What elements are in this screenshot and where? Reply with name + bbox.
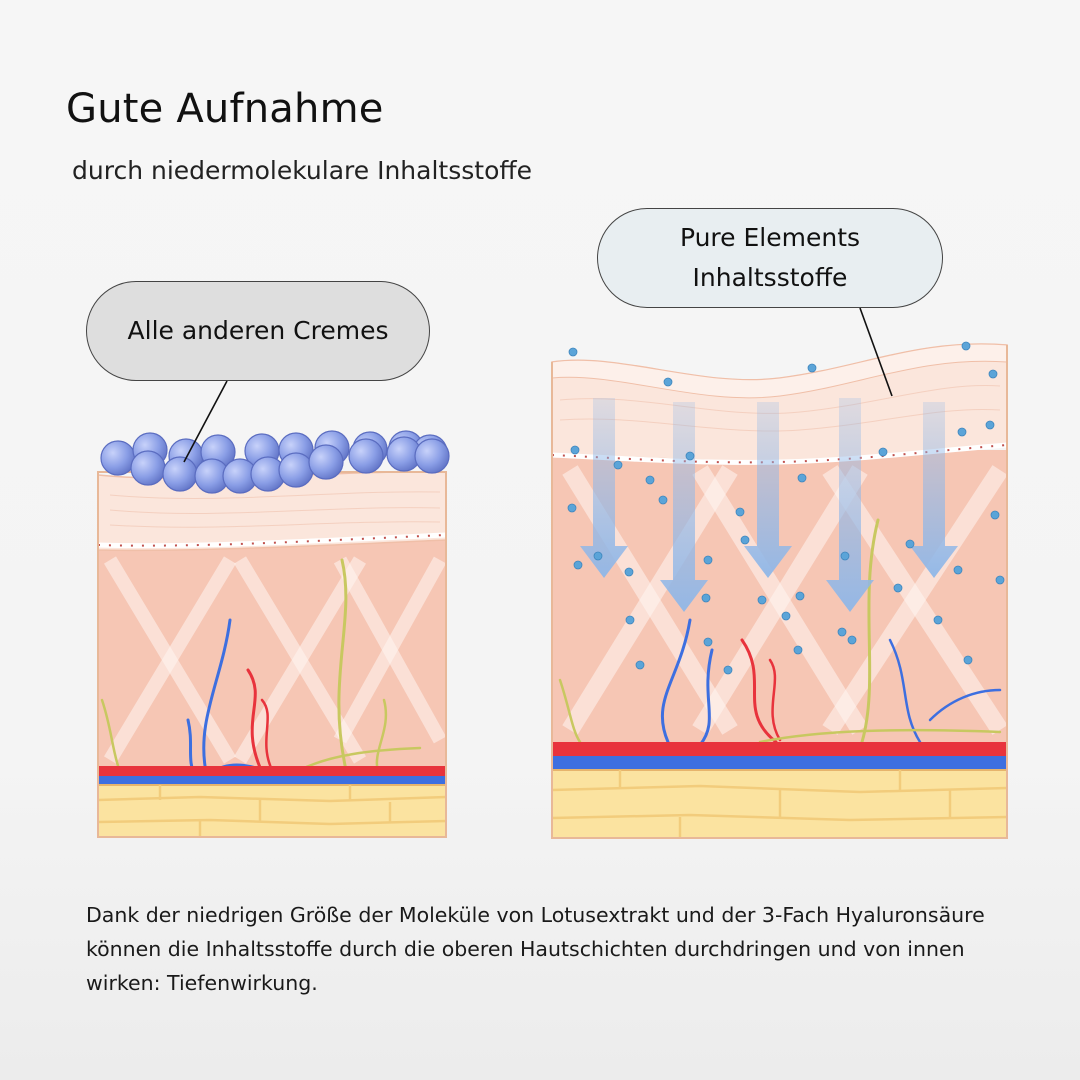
small-molecule: [807, 363, 817, 373]
small-molecule: [740, 535, 750, 545]
small-molecule: [573, 560, 583, 570]
small-molecule: [685, 451, 695, 461]
small-molecule: [781, 611, 791, 621]
penetration-arrow: [660, 402, 708, 612]
fat-layer-right: [551, 769, 1008, 839]
small-molecule: [568, 347, 578, 357]
penetration-arrow: [910, 402, 958, 578]
penetration-arrow: [744, 402, 792, 578]
small-molecule: [837, 627, 847, 637]
small-molecule: [635, 660, 645, 670]
large-molecule: [162, 456, 198, 492]
pointer-line-left: [183, 380, 228, 463]
small-molecule: [793, 645, 803, 655]
small-molecule: [878, 447, 888, 457]
large-molecule: [130, 450, 166, 486]
small-molecule: [957, 427, 967, 437]
small-molecule: [570, 445, 580, 455]
small-molecule: [893, 583, 903, 593]
small-molecule: [953, 565, 963, 575]
skin-block-right: [551, 341, 1008, 839]
small-molecule: [658, 495, 668, 505]
label-pure-elements-line1: Pure Elements: [679, 223, 861, 252]
small-molecule: [985, 420, 995, 430]
small-molecule: [567, 503, 577, 513]
small-molecule: [624, 567, 634, 577]
collagen-fibers-left: [103, 556, 447, 764]
page-subtitle: durch niedermolekulare Inhaltsstoffe: [72, 156, 532, 185]
large-molecule: [100, 440, 136, 476]
large-molecule: [348, 438, 384, 474]
small-molecule: [757, 595, 767, 605]
small-molecule: [723, 665, 733, 675]
fat-layer-left: [97, 784, 447, 838]
small-molecule: [703, 555, 713, 565]
small-molecule: [703, 637, 713, 647]
large-molecule: [278, 452, 314, 488]
small-molecule: [995, 575, 1005, 585]
large-molecule: [414, 438, 450, 474]
small-molecule: [905, 539, 915, 549]
small-molecule: [645, 475, 655, 485]
large-molecule: [308, 444, 344, 480]
small-molecule: [701, 593, 711, 603]
small-molecule: [613, 460, 623, 470]
label-pure-elements-line2: Inhaltsstoffe: [692, 263, 848, 292]
description-text: Dank der niedrigen Größe der Moleküle vo…: [86, 903, 985, 995]
epidermis-lines-left: [109, 491, 441, 528]
label-pure-elements: Pure Elements Inhaltsstoffe: [597, 208, 943, 308]
penetration-arrow: [580, 398, 628, 578]
small-molecule: [735, 507, 745, 517]
vein-band-right: [552, 756, 1007, 770]
skin-block-left: [97, 430, 450, 838]
artery-band-left: [98, 766, 446, 776]
page-title: Gute Aufnahme: [66, 86, 384, 132]
small-molecule: [663, 377, 673, 387]
penetration-arrow: [826, 398, 874, 612]
small-molecule: [795, 591, 805, 601]
small-molecule: [961, 341, 971, 351]
large-molecules-layer: [100, 430, 450, 494]
basal-layer-left: [97, 532, 447, 549]
small-molecule: [847, 635, 857, 645]
small-molecule: [625, 615, 635, 625]
small-molecules-layer: [567, 341, 1005, 675]
small-molecule: [963, 655, 973, 665]
small-molecule: [988, 369, 998, 379]
collagen-fibers-right: [562, 465, 1008, 735]
small-molecule: [840, 551, 850, 561]
penetration-arrows: [580, 398, 958, 612]
small-molecule: [933, 615, 943, 625]
small-molecule: [990, 510, 1000, 520]
vessels-right: [558, 518, 1002, 747]
pointer-line-right: [859, 307, 893, 397]
artery-band-right: [552, 742, 1007, 756]
small-molecule: [797, 473, 807, 483]
label-other-creams-text: Alle anderen Cremes: [127, 316, 389, 345]
small-molecule: [593, 551, 603, 561]
vein-band-left: [98, 776, 446, 785]
label-other-creams: Alle anderen Cremes: [86, 281, 430, 381]
